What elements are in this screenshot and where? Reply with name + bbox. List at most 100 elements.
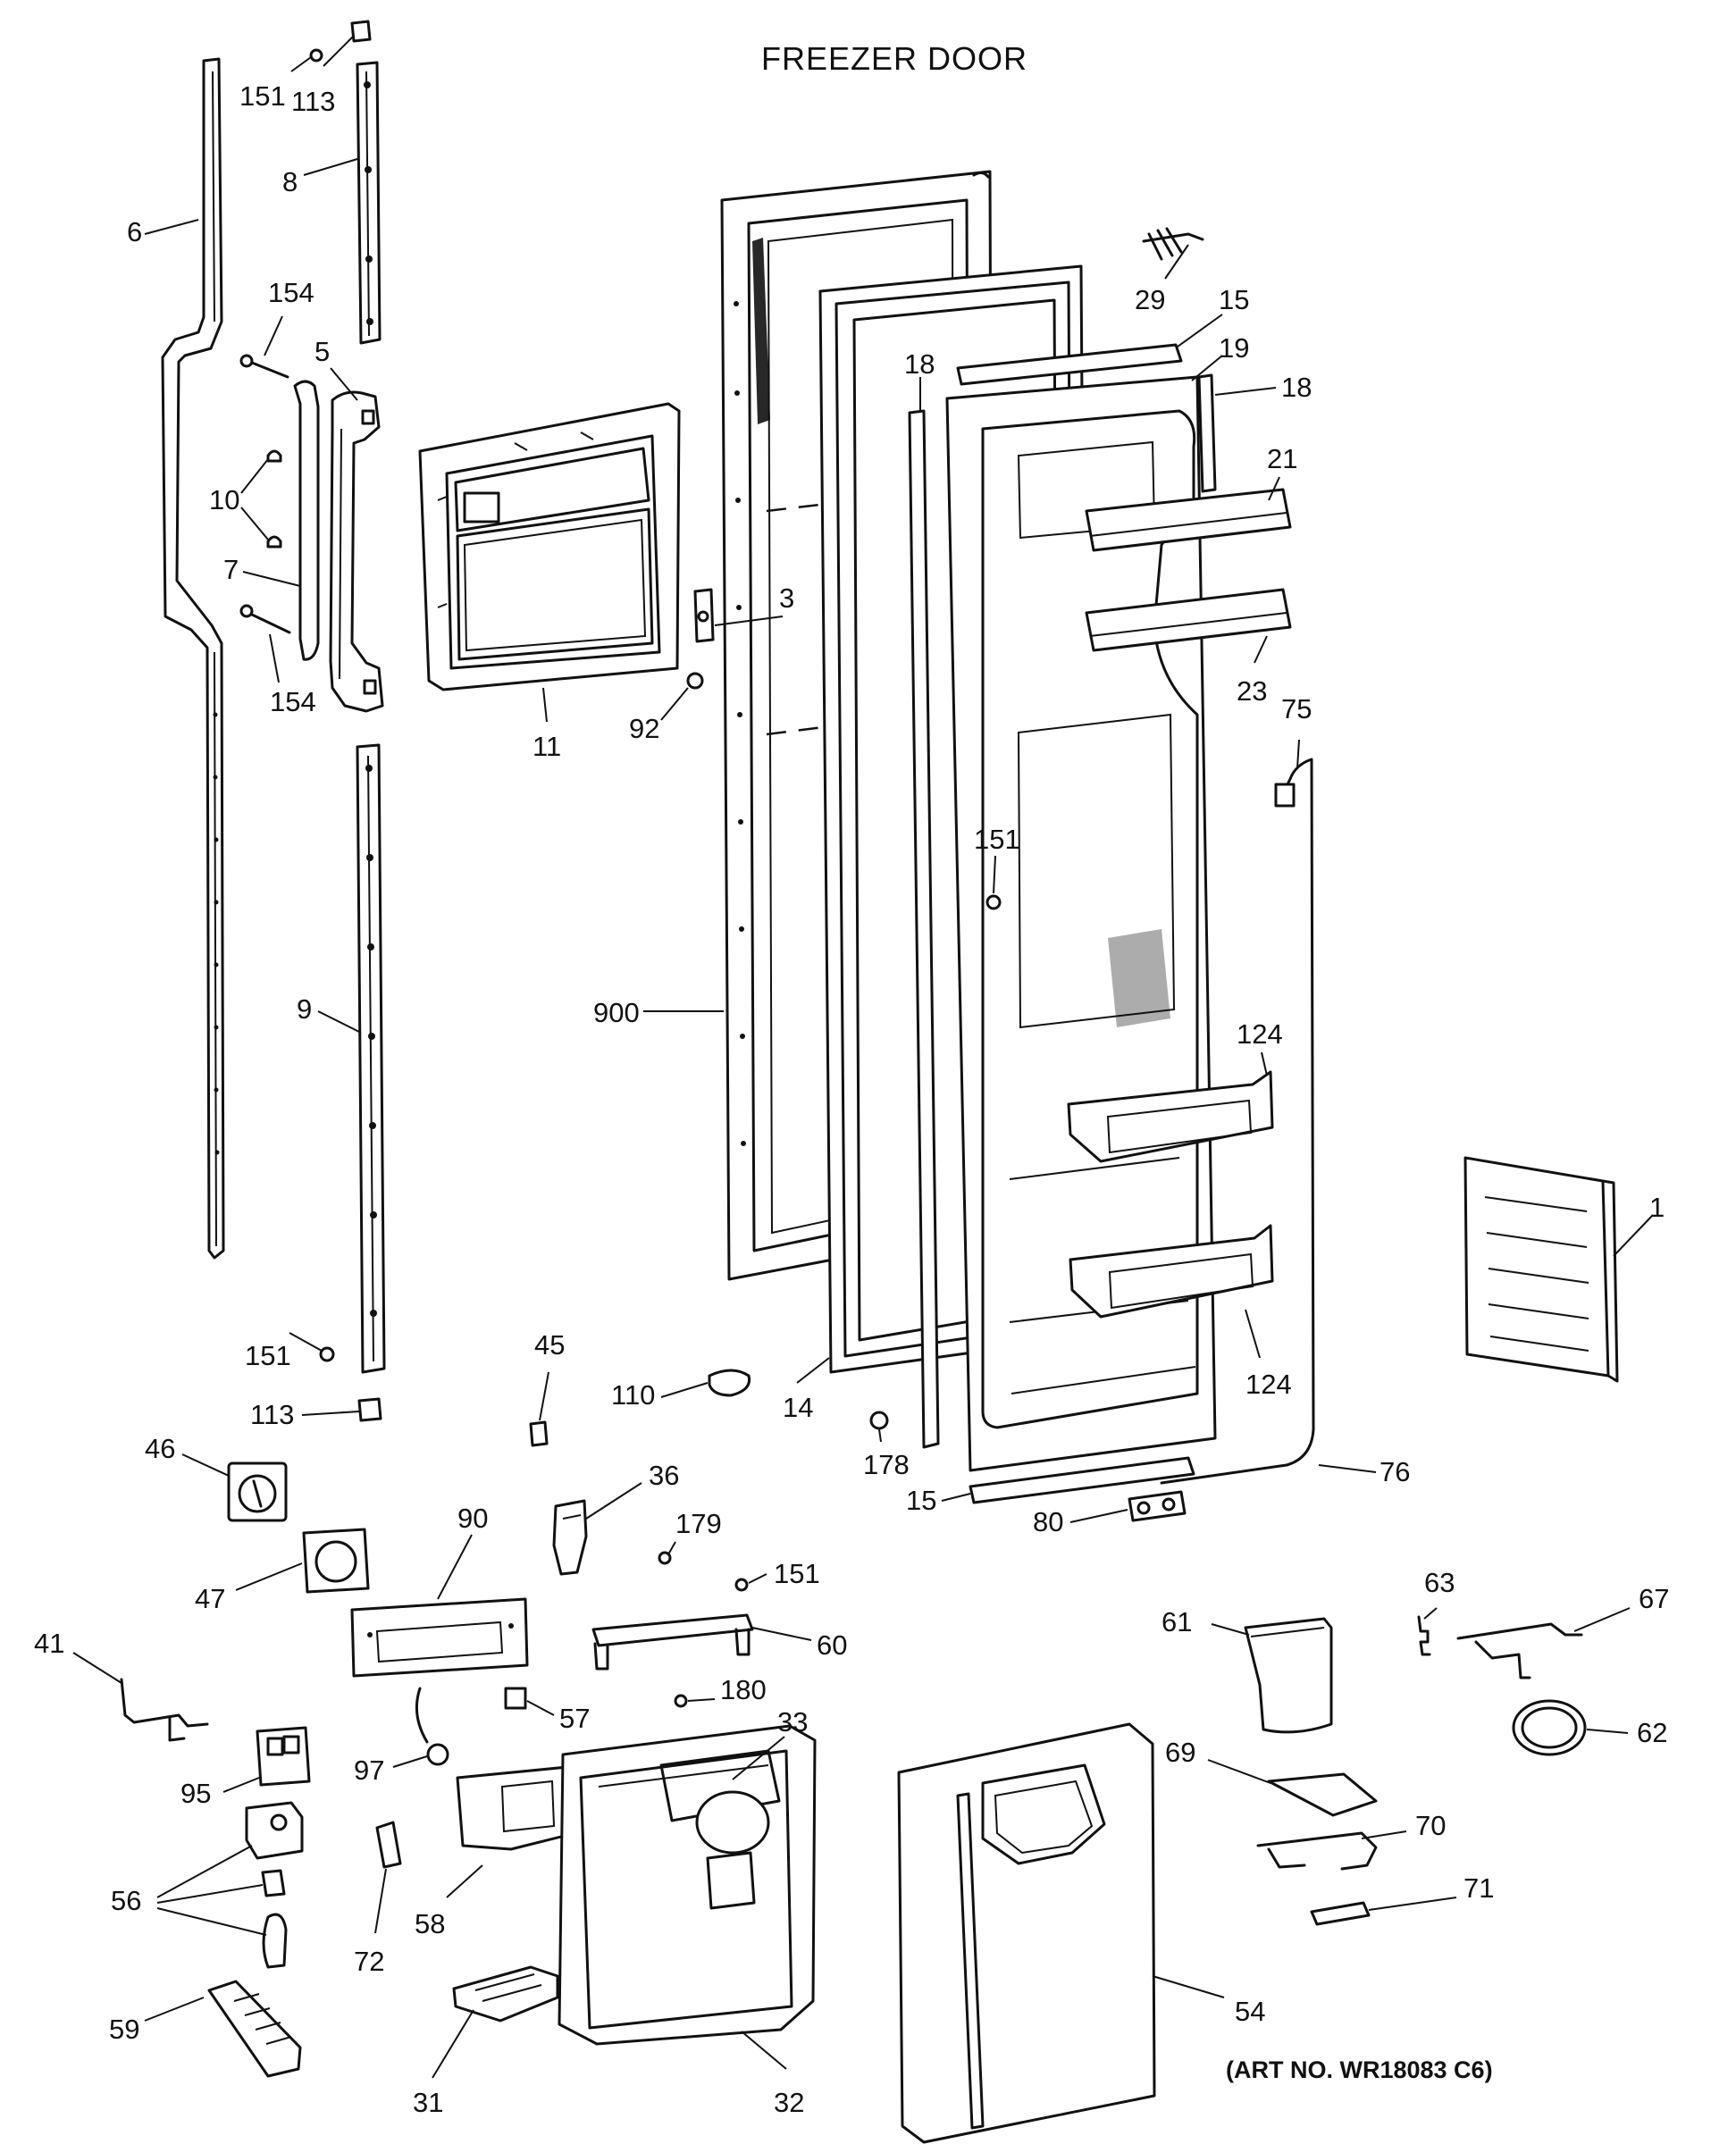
callout-36: 36 (649, 1460, 679, 1491)
part-6-gasket-strip (161, 57, 225, 1260)
part-75-76-water-tube (1160, 758, 1315, 1485)
part-70-lever-bracket (1256, 1831, 1378, 1871)
panel-slots (734, 301, 746, 1146)
part-18-right-strip (1197, 373, 1217, 493)
callout-10: 10 (209, 484, 239, 515)
part-72-clip (375, 1821, 402, 1869)
callout-62: 62 (1637, 1717, 1667, 1748)
callout-57: 57 (559, 1703, 590, 1734)
callout-113-top: 113 (291, 86, 335, 117)
callout-15-top: 15 (1219, 284, 1249, 315)
part-8-upper-bar (356, 61, 382, 345)
callout-labels: 151 113 8 6 154 5 10 7 154 11 3 92 9 900… (34, 80, 1669, 2118)
callout-9: 9 (297, 993, 312, 1025)
part-18-left-strip (908, 409, 940, 1449)
part-54-front-cover (897, 1722, 1156, 2144)
part-63-spring (1417, 1615, 1431, 1656)
callout-18-right: 18 (1281, 372, 1312, 403)
part-15-bottom-rail (969, 1456, 1195, 1504)
callout-45: 45 (534, 1329, 565, 1361)
callout-95: 95 (180, 1778, 211, 1809)
diagram-title: FREEZER DOOR (761, 40, 1027, 77)
part-67-bracket (1456, 1622, 1583, 1679)
part-31-drip-tray (452, 1965, 559, 2023)
callout-110: 110 (611, 1379, 655, 1411)
callout-151-lower: 151 (245, 1340, 291, 1371)
callout-56: 56 (111, 1885, 141, 1916)
part-10-caps (266, 449, 282, 549)
callout-154-top: 154 (268, 277, 314, 308)
callout-151-mid: 151 (974, 824, 1020, 855)
callout-60: 60 (817, 1629, 847, 1661)
part-97-solenoid (415, 1687, 449, 1766)
callout-33: 33 (777, 1706, 808, 1738)
callout-92: 92 (629, 713, 659, 744)
callout-151-top: 151 (239, 80, 286, 112)
gasket-holes (213, 712, 220, 1155)
part-23-shelf-bar (1085, 588, 1292, 652)
callout-31: 31 (413, 2087, 443, 2118)
part-80-coupling (1128, 1490, 1187, 1522)
part-41-lever (120, 1678, 209, 1742)
callout-179: 179 (675, 1508, 722, 1539)
callout-154-bottom: 154 (270, 686, 316, 717)
part-95-relay (256, 1726, 311, 1787)
part-154-bottom-screw (239, 604, 291, 634)
part-71-pad (1310, 1901, 1371, 1926)
callout-124-bottom: 124 (1245, 1369, 1292, 1400)
callout-59: 59 (109, 2014, 139, 2045)
part-9-lower-bar (356, 743, 386, 1374)
callout-70: 70 (1415, 1810, 1446, 1841)
part-32-dispenser-housing (558, 1724, 817, 2046)
callout-8: 8 (282, 166, 298, 197)
part-92-nut (686, 672, 704, 690)
callout-6: 6 (127, 216, 142, 247)
part-3-bracket (693, 588, 715, 643)
part-113-lower-clip (357, 1397, 382, 1422)
callout-61: 61 (1162, 1606, 1192, 1637)
part-69-chute-door (1267, 1772, 1378, 1817)
callout-69: 69 (1165, 1737, 1195, 1768)
part-178-nut (869, 1411, 889, 1430)
part-47-bezel (302, 1528, 370, 1594)
part-110-lens (708, 1369, 751, 1397)
part-11-dispenser-frame (418, 402, 681, 691)
leader-lines (72, 35, 1654, 2079)
part-151-bottom-screw (734, 1578, 749, 1592)
callout-72: 72 (354, 1946, 384, 1977)
callout-67: 67 (1639, 1583, 1669, 1614)
part-151-mid-screw (985, 894, 1002, 910)
callout-7: 7 (223, 554, 239, 585)
part-113-top-clip (350, 20, 372, 43)
callout-58: 58 (415, 1908, 445, 1939)
part-151-lower-screw (319, 1346, 335, 1362)
part-154-top-screw (239, 354, 289, 379)
callout-180: 180 (720, 1674, 767, 1705)
callout-151-bottom: 151 (774, 1558, 820, 1589)
callout-97: 97 (354, 1755, 384, 1786)
art-number: (ART NO. WR18083 C6) (1226, 2056, 1493, 2083)
callout-71: 71 (1463, 1872, 1494, 1904)
part-180-screw (674, 1694, 688, 1708)
callout-5: 5 (314, 336, 330, 367)
part-90-dispenser-panel (350, 1597, 529, 1678)
part-29-wire-clip (1142, 227, 1204, 261)
part-1-owners-manual (1463, 1156, 1619, 1383)
part-61-ice-chute (1244, 1617, 1333, 1734)
callout-19: 19 (1219, 332, 1249, 364)
callout-29: 29 (1135, 284, 1165, 315)
part-15-top-rail (956, 343, 1183, 386)
part-57-block (504, 1687, 527, 1710)
callout-63: 63 (1424, 1567, 1455, 1598)
callout-76: 76 (1380, 1456, 1410, 1487)
part-58-tray-housing (456, 1763, 591, 1851)
callout-54: 54 (1235, 1996, 1265, 2027)
callout-900: 900 (593, 997, 640, 1028)
part-151-top-screw (309, 48, 323, 63)
callout-47: 47 (195, 1583, 225, 1614)
callout-178: 178 (863, 1449, 910, 1480)
part-46-knob (227, 1461, 288, 1522)
part-179-screw (658, 1551, 672, 1565)
